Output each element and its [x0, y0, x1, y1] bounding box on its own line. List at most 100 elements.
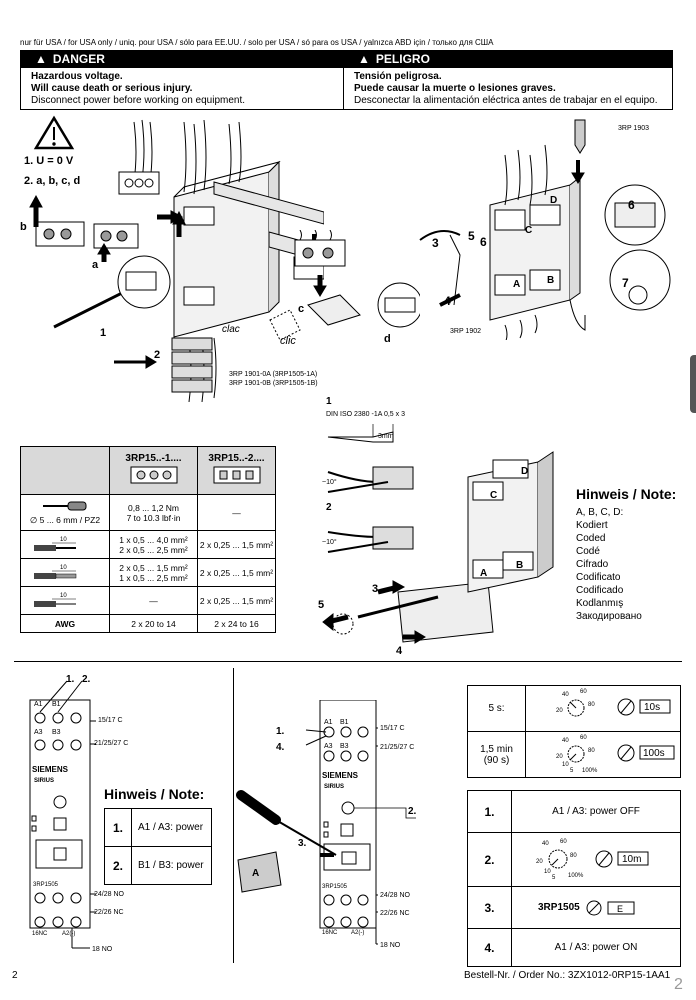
note-item: Kodlanmış — [576, 598, 624, 609]
time-5s: 5 s: — [467, 685, 526, 732]
svg-text:10: 10 — [60, 537, 67, 543]
num-4: 4 — [444, 294, 451, 308]
reset-dial-icon: E — [586, 900, 635, 915]
svg-text:80: 80 — [588, 748, 595, 754]
note-item: Coded — [576, 533, 606, 544]
r-term-a2: A2(-) — [351, 930, 364, 936]
section-divider — [14, 661, 682, 662]
fig3-A: A — [480, 568, 487, 579]
left-note-table: 1.A1 / A3: power 2.B1 / B3: power — [104, 808, 212, 885]
danger-box: ▲DANGER Hazardous voltage. Will cause de… — [20, 50, 344, 110]
wire-stranded-cell: 10 — [20, 558, 110, 587]
screwdriver-icon — [43, 501, 87, 511]
svg-text:60: 60 — [560, 839, 567, 845]
svg-text:40: 40 — [562, 738, 569, 744]
r-type-text: 3RP1505 — [322, 884, 348, 890]
term-18: 18 NO — [92, 946, 113, 953]
svg-text:10: 10 — [544, 869, 551, 875]
svg-text:10: 10 — [562, 762, 569, 768]
num-5: 5 — [468, 229, 475, 243]
note-item: Codificado — [576, 585, 624, 596]
svg-text:E: E — [617, 904, 623, 914]
col2-label: 3RP15..-2.... — [208, 453, 265, 464]
left-row-num: 2. — [104, 846, 132, 885]
svg-text:20: 20 — [556, 754, 563, 760]
r-term-1517: 15/17 C — [380, 725, 405, 732]
col1-label: 3RP15..-1.... — [125, 453, 182, 464]
svg-text:5: 5 — [552, 875, 556, 881]
time-90s-dial: 40 60 80 20 10 5 100% 100s — [525, 731, 681, 778]
screwdriver-spec: ∅ 5 ... 6 mm / PZ2 — [29, 515, 101, 525]
right-pointer-1: 1. — [276, 726, 285, 737]
step-num: 3. — [467, 886, 512, 929]
fig3-num5: 5 — [318, 599, 324, 611]
warning-triangle-icon — [33, 115, 75, 150]
term-b3: B3 — [52, 729, 61, 736]
svg-text:10s: 10s — [644, 702, 660, 713]
term-1517: 15/17 C — [98, 717, 123, 724]
num-7: 7 — [622, 276, 629, 290]
note-item: Закодировано — [576, 611, 642, 622]
clic-text: clic — [280, 335, 296, 347]
step-table: 1. A1 / A3: power OFF 2. 40 60 80 20 10 … — [467, 790, 681, 967]
part-top-text: 3RP 1903 — [618, 125, 649, 132]
note-item: Codé — [576, 546, 600, 557]
solid-cs-cell-2: 2 x 0,25 ... 1,5 mm² — [197, 530, 276, 559]
fig3-num4: 4 — [396, 645, 403, 657]
svg-text:60: 60 — [580, 689, 587, 695]
time-setting-table: 5 s: 40 60 80 20 10s 1,5 min(90 s) 40 — [467, 685, 681, 778]
time-dial-icon — [53, 795, 67, 809]
r-term-16: 16NC — [322, 930, 338, 936]
warning-triangle-icon: ▲ — [358, 52, 370, 66]
step-num: 1. — [467, 790, 512, 833]
label-A: A — [252, 868, 259, 879]
step-dial-cell: 40 60 80 20 10 5 100% 10m — [511, 832, 681, 887]
peligro-line3: Desconectar la alimentación eléctrica an… — [354, 95, 658, 106]
angle-2: ~10° — [322, 538, 337, 546]
time-90s-b: (90 s) — [483, 754, 510, 766]
fig3-B: B — [516, 560, 523, 571]
left-row-text: A1 / A3: power — [131, 808, 212, 847]
note-item: Cifrado — [576, 559, 609, 570]
fig3-num1: 1 — [326, 396, 332, 407]
danger-line2: Will cause death or serious injury. — [31, 83, 193, 94]
step-text: A1 / A3: power ON — [511, 928, 681, 967]
svg-text:10: 10 — [60, 565, 67, 571]
label-c: c — [298, 303, 304, 315]
note-item: Kodiert — [576, 520, 608, 531]
peligro-line1: Tensión peligrosa. — [354, 71, 442, 82]
svg-text:80: 80 — [588, 702, 595, 708]
part-bottom-text: 3RP 1902 — [450, 328, 481, 335]
fig3-num2: 2 — [326, 502, 332, 513]
right-pointer-3: 3. — [298, 838, 307, 849]
note-item: Codificato — [576, 572, 621, 583]
time-5s-dial: 40 60 80 20 10s — [525, 685, 681, 732]
peligro-title: PELIGRO — [375, 52, 430, 66]
term-16: 16NC — [32, 931, 48, 937]
svg-text:40: 40 — [562, 692, 569, 698]
left-row-num: 1. — [104, 808, 132, 847]
term-a2: A2(-) — [62, 931, 75, 937]
clac-text: clac — [222, 324, 240, 335]
warning-triangle-icon: ▲ — [35, 52, 47, 66]
peligro-bar: ▲ PELIGRO — [344, 51, 672, 68]
spec-table: 3RP15..-1.... 3RP15..-2.... ∅ 5 ... 6 mm… — [20, 446, 276, 633]
svg-text:60: 60 — [580, 735, 587, 741]
wire-solid-cell: 10 — [20, 530, 110, 559]
left-row-text: B1 / B3: power — [131, 846, 212, 885]
r-term-2226: 22/26 NC — [380, 910, 410, 917]
code-c: C — [525, 225, 532, 236]
solid-cs-1: 1 x 0,5 ... 4,0 mm² — [119, 534, 188, 545]
danger-line1: Hazardous voltage. — [31, 71, 123, 82]
torque-nm: 0,8 ... 1,2 Nm — [127, 502, 180, 513]
svg-text:5: 5 — [570, 768, 574, 774]
order-number: Bestell-Nr. / Order No.: 3ZX1012-0RP15-1… — [464, 970, 671, 981]
figure-terminal-insert: c clic d — [269, 230, 420, 347]
svg-text:10: 10 — [60, 593, 67, 599]
code-d: D — [550, 195, 557, 206]
label-a: a — [92, 259, 99, 271]
label-1: 1 — [100, 327, 106, 339]
